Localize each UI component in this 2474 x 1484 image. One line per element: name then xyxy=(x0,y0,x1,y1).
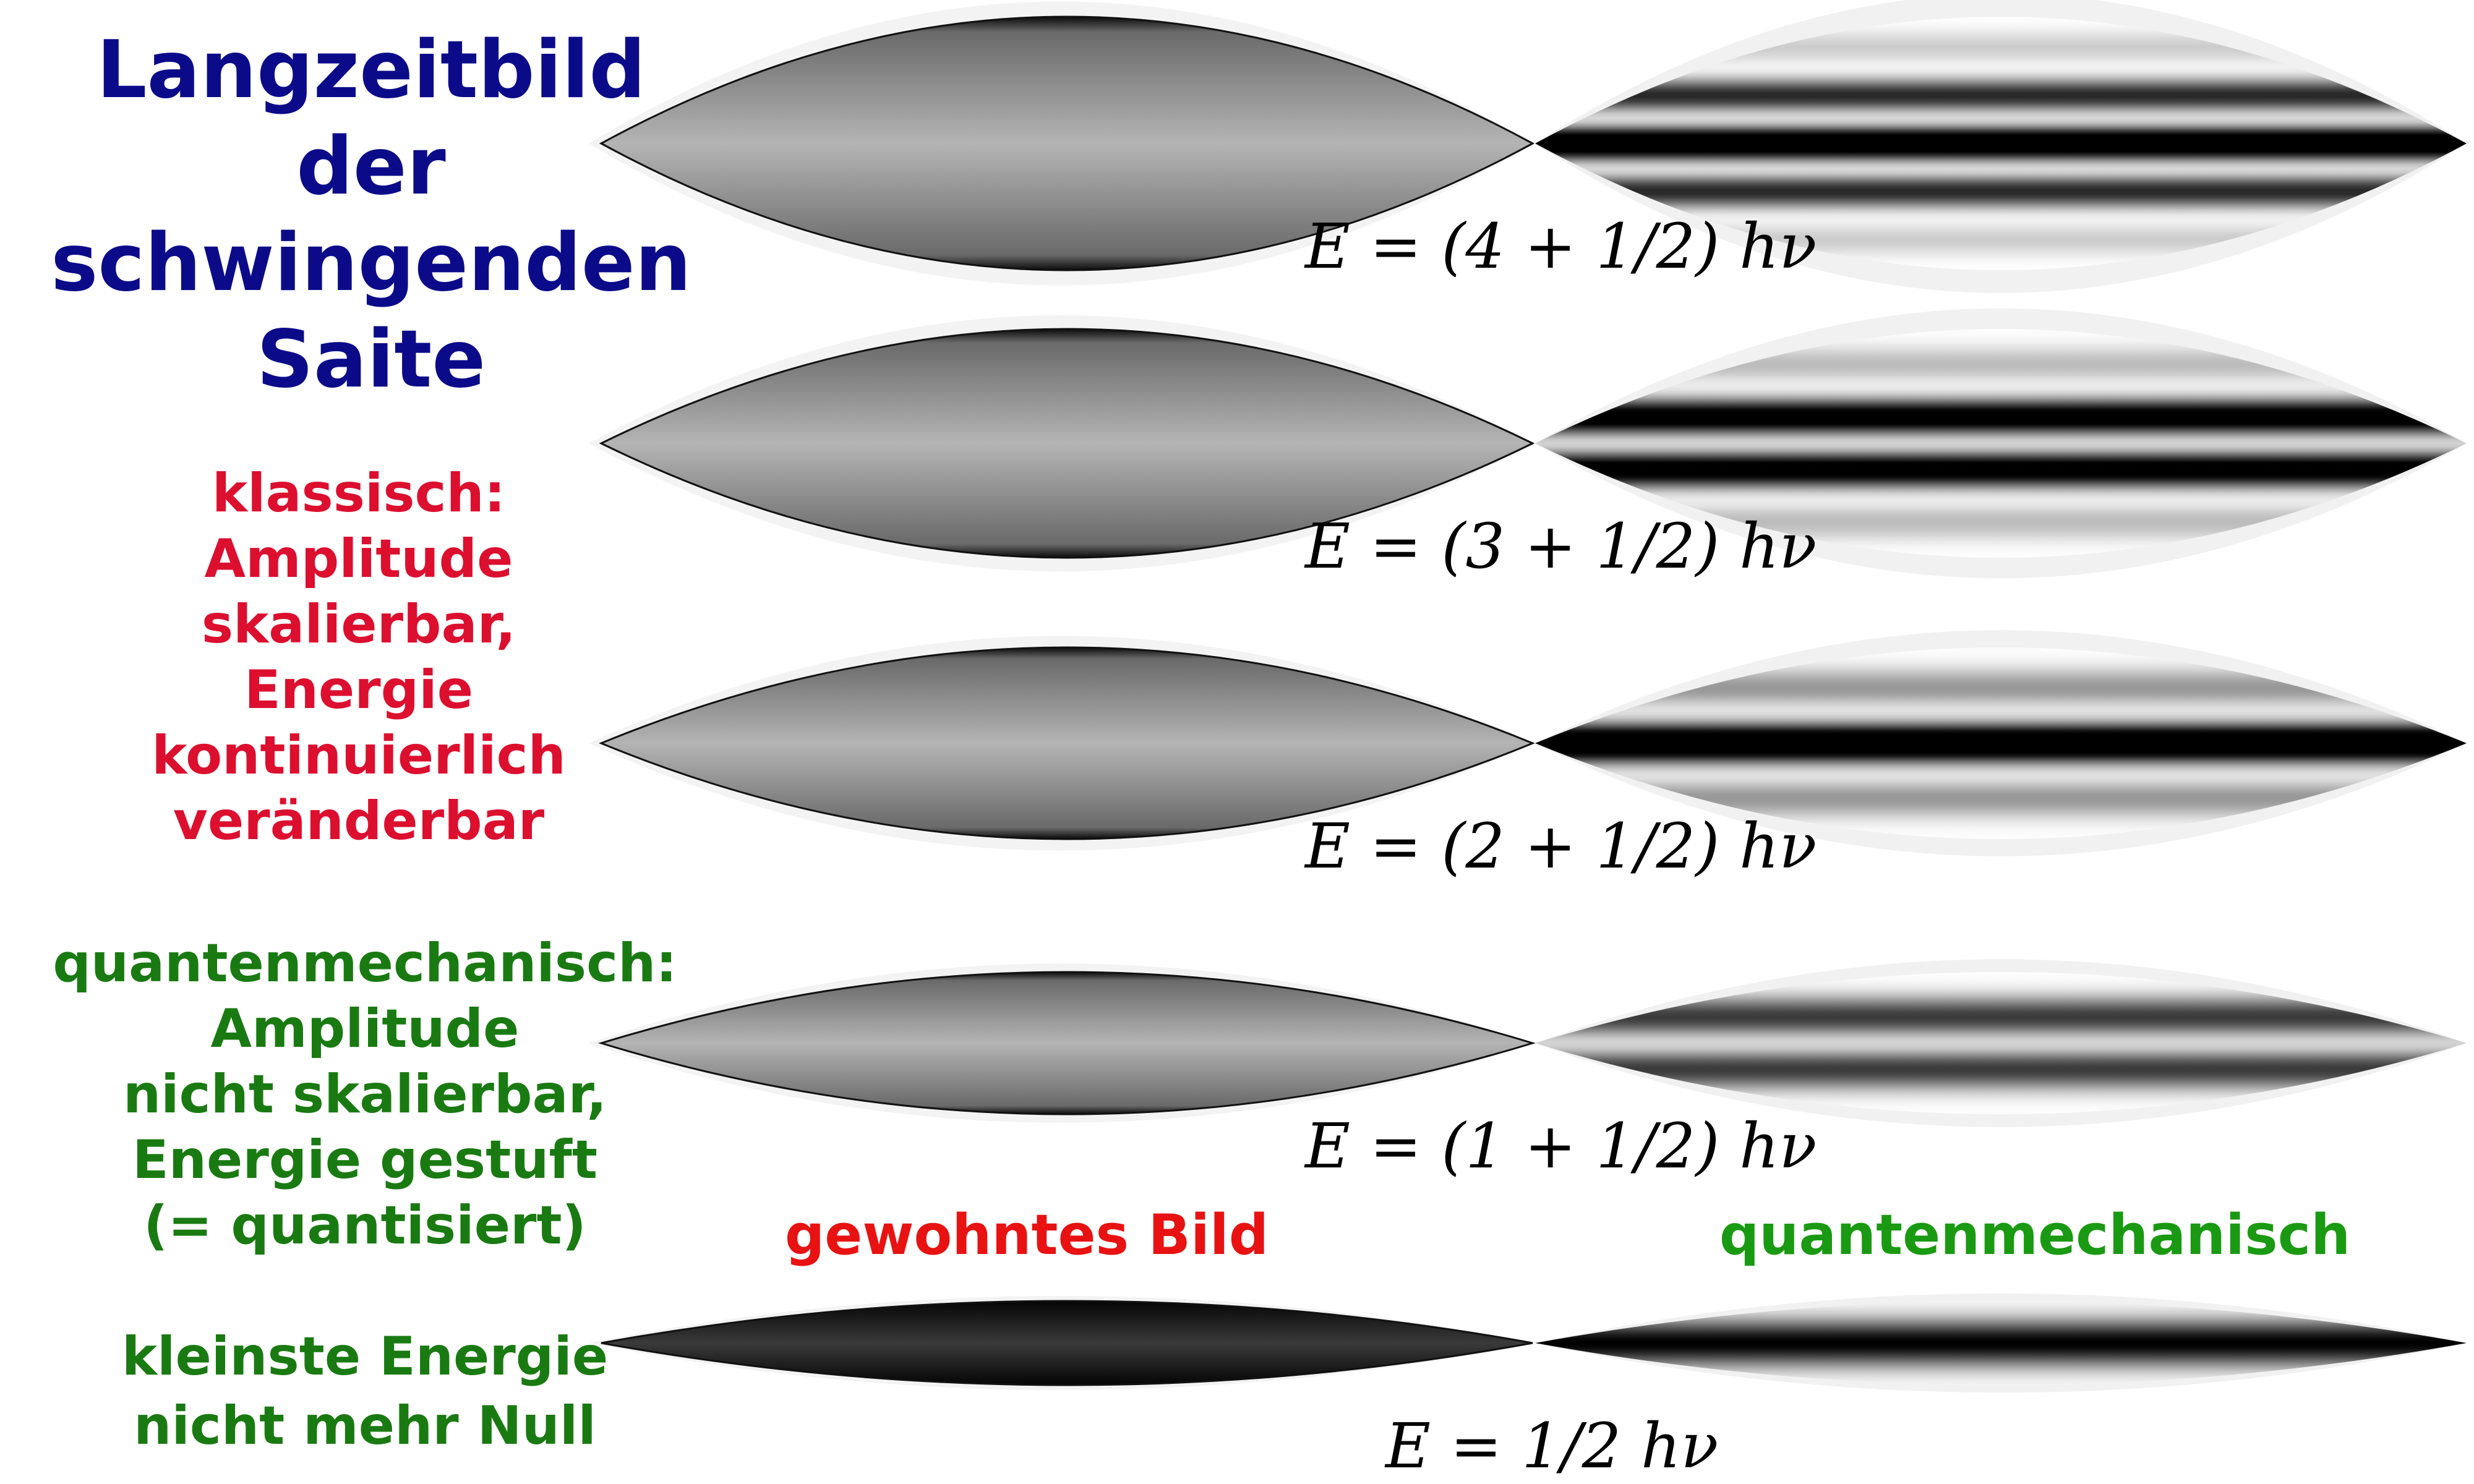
quantum-line-1: quantenmechanisch: xyxy=(53,932,677,994)
energy-formula-n3: E = (3 + 1/2) hν xyxy=(1305,510,1817,582)
quantum-string-density-n4 xyxy=(1535,17,2467,270)
quantum-line-3: nicht skalierbar, xyxy=(122,1064,607,1125)
energy-row-n3 xyxy=(589,308,2467,579)
classical-string-envelope-n0 xyxy=(601,1300,1533,1386)
title-line-3: schwingenden xyxy=(51,217,691,309)
classical-line-3: skalierbar, xyxy=(201,594,516,655)
energy-row-n2 xyxy=(589,630,2467,856)
rows-layer xyxy=(589,0,2467,1393)
classical-column-label: gewohntes Bild xyxy=(784,1203,1269,1268)
classical-line-1: klassisch: xyxy=(212,463,506,524)
energy-formula-n4: E = (4 + 1/2) hν xyxy=(1305,210,1817,283)
classical-note: klassisch: Amplitude skalierbar, Energie… xyxy=(0,461,730,854)
energy-row-n1 xyxy=(589,959,2467,1127)
title-line-1: Langzeitbild xyxy=(96,24,646,116)
quantum-column-label: quantenmechanisch xyxy=(1719,1203,2351,1268)
quantum-line-2: Amplitude xyxy=(210,998,520,1060)
classical-string-envelope-n1 xyxy=(597,971,1536,1115)
quantum-string-density-n1 xyxy=(1535,972,2467,1114)
energy-formula-n2: E = (2 + 1/2) hν xyxy=(1305,810,1817,882)
energy-row-n0 xyxy=(589,1293,2467,1393)
classical-line-4: Energie xyxy=(244,659,474,721)
classical-line-2: Amplitude xyxy=(204,528,513,590)
energy-row-n4 xyxy=(589,0,2467,293)
classical-string-envelope-n2 xyxy=(599,646,1535,840)
quantum-line-4: Energie gestuft xyxy=(132,1129,597,1191)
energy-formula-n1: E = (1 + 1/2) hν xyxy=(1305,1110,1817,1182)
lowest-energy-note: kleinste Energie nicht mehr Null xyxy=(0,1322,736,1461)
energy-formula-n0: E = 1/2 hν xyxy=(1385,1410,1719,1482)
quantum-string-density-n2 xyxy=(1535,647,2467,839)
title-line-4: Saite xyxy=(256,313,486,406)
lowest-line-2: nicht mehr Null xyxy=(134,1395,596,1457)
quantum-line-5: (= quantisiert) xyxy=(143,1195,586,1256)
title-line-2: der xyxy=(296,121,446,213)
title-block: Langzeitbild der schwingenden Saite xyxy=(0,22,742,408)
quantum-note: quantenmechanisch: Amplitude nicht skali… xyxy=(0,931,736,1258)
lowest-line-1: kleinste Energie xyxy=(121,1326,609,1388)
quantum-string-density-n3 xyxy=(1535,329,2467,558)
classical-line-5: kontinuierlich xyxy=(152,725,566,787)
classical-line-6: veränderbar xyxy=(173,790,545,852)
classical-string-envelope-n3 xyxy=(599,328,1535,559)
classical-string-envelope-n4 xyxy=(599,15,1535,271)
quantum-string-density-n0 xyxy=(1535,1301,2467,1385)
